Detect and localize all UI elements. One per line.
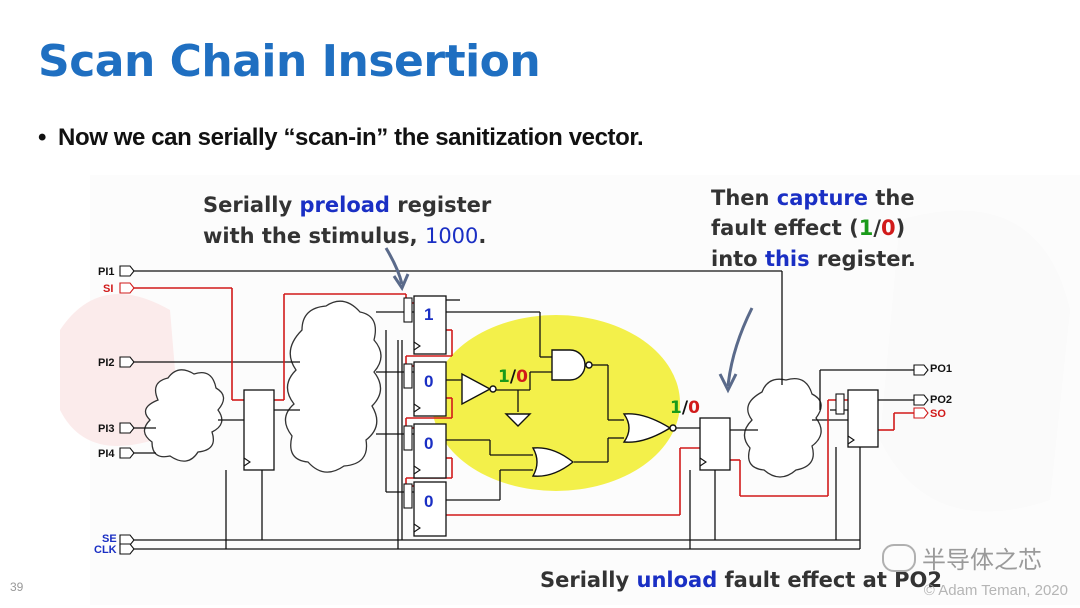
register-value-4: 0 — [424, 492, 433, 511]
unload-annotation: Serially unload fault effect at PO2 — [540, 568, 942, 592]
inverter-gate — [461, 372, 492, 406]
pin-se: SE — [102, 533, 117, 545]
pin-pi3: PI3 — [98, 423, 115, 435]
bullet-text-content: Now we can serially “scan-in” the saniti… — [58, 124, 644, 151]
pin-po1: PO1 — [930, 363, 952, 375]
scan-path — [130, 287, 916, 516]
or-gate — [531, 447, 575, 477]
output-flip-flop — [847, 389, 879, 448]
nand-gate — [551, 349, 586, 381]
fault-highlight-region — [432, 315, 680, 491]
inner-fault-label: 1/0 — [498, 367, 528, 387]
logic-cloud-right — [743, 377, 822, 478]
preload-annotation-line1: Serially preload register — [203, 193, 492, 217]
logic-cloud-middle — [284, 300, 382, 473]
pin-pi4: PI4 — [98, 448, 115, 460]
capture-arrow — [726, 307, 754, 387]
output-fault-label: 1/0 — [670, 398, 700, 418]
scan-flip-flop-1 — [413, 295, 447, 355]
capture-annotation-line1: Then capture the — [711, 186, 915, 210]
pin-po2: PO2 — [930, 394, 952, 406]
annotation-arrows — [384, 247, 754, 394]
capture-annotation-line2: fault effect (1/0) — [711, 216, 905, 240]
slide-number: 39 — [10, 580, 24, 594]
scan-muxes — [403, 297, 845, 509]
watermark: 半导体之芯 — [882, 540, 1042, 575]
nor-gate — [622, 413, 672, 443]
signal-wires — [130, 270, 916, 550]
preload-arrow — [384, 247, 404, 285]
bullet-text: •Now we can serially “scan-in” the sanit… — [38, 124, 644, 151]
logic-gates — [461, 349, 677, 477]
pin-so: SO — [930, 408, 946, 420]
register-value-2: 0 — [424, 372, 433, 391]
flip-flops — [243, 295, 879, 537]
pin-si: SI — [103, 283, 113, 295]
capture-annotation-line3: into this register. — [711, 247, 916, 271]
pin-pi2: PI2 — [98, 357, 115, 369]
pin-clk: CLK — [94, 544, 117, 556]
preload-annotation-line2: with the stimulus, 1000. — [203, 224, 486, 248]
pin-pi1: PI1 — [98, 266, 115, 278]
register-value-1: 1 — [424, 305, 433, 324]
pin-connectors — [119, 265, 929, 555]
wechat-icon — [882, 543, 916, 572]
clock-markers — [243, 341, 855, 533]
flip-flop-left — [243, 389, 275, 471]
logic-cloud-left — [143, 369, 225, 462]
copyright-text: © Adam Teman, 2020 — [923, 582, 1068, 599]
register-value-3: 0 — [424, 434, 433, 453]
watermark-text: 半导体之芯 — [922, 547, 1042, 574]
capture-flip-flop — [699, 417, 731, 471]
stuck-at-fault-symbol — [504, 413, 532, 427]
slide-title: Scan Chain Insertion — [38, 36, 541, 87]
